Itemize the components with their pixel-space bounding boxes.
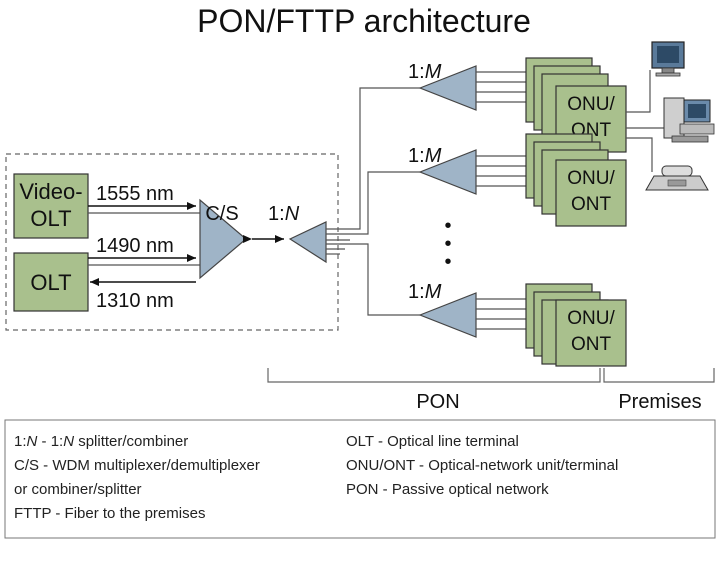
- onu-label-2-line1: ONU/: [567, 168, 615, 189]
- legend-left-line-1: 1:N - 1:N splitter/combiner: [14, 433, 188, 450]
- olt-label: OLT: [30, 270, 71, 295]
- splitter-group-1: 1:M ONU/ ONT: [408, 57, 627, 153]
- legend-left-line-4: FTTP - Fiber to the premises: [14, 505, 205, 522]
- splitter-n-label: 1:N: [268, 203, 300, 225]
- link-to-phone: [626, 137, 653, 172]
- legend-right-line-3: PON - Passive optical network: [346, 481, 549, 498]
- cs-multiplexer-triangle: [199, 198, 247, 280]
- onu-label-1-line1: ONU/: [567, 94, 615, 115]
- olt-box: OLT: [13, 252, 89, 312]
- splitter-m-label-1: 1:M: [408, 61, 442, 83]
- splitter-m-label-3: 1:M: [408, 281, 442, 303]
- legend-left-line-3: or combiner/splitter: [14, 481, 142, 498]
- link-to-monitor: [626, 70, 651, 113]
- legend-left-line-2: C/S - WDM multiplexer/demultiplexer: [14, 457, 260, 474]
- cs-label: C/S: [205, 203, 238, 225]
- pon-bracket: [267, 368, 601, 383]
- legend-right-line-2: ONU/ONT - Optical-network unit/terminal: [346, 457, 618, 474]
- onu-label-2-line2: ONT: [571, 194, 612, 215]
- onu-label-3-line2: ONT: [571, 334, 612, 355]
- video-olt-box: Video- OLT: [13, 173, 89, 239]
- wavelength-1555: 1555 nm: [96, 183, 174, 205]
- splitter-n-triangle: [288, 221, 327, 264]
- onu-label-3-line1: ONU/: [567, 308, 615, 329]
- video-olt-label-line1: Video-: [19, 179, 82, 204]
- ellipsis-dot-2: •: [444, 233, 451, 255]
- legend-right-line-1: OLT - Optical line terminal: [346, 433, 519, 450]
- legend-box: [4, 419, 716, 539]
- video-olt-label-line2: OLT: [30, 206, 71, 231]
- splitter-m-triangle-3: [418, 292, 477, 338]
- splitter-m-label-2: 1:M: [408, 145, 442, 167]
- splitter-group-2: 1:M ONU/ ONT: [408, 133, 627, 227]
- telephone-icon: [645, 165, 709, 191]
- wavelength-1310: 1310 nm: [96, 290, 174, 312]
- central-office-boundary: [5, 153, 339, 331]
- ellipsis-dot-1: •: [444, 215, 451, 237]
- fiber-to-splitter-3: [326, 243, 420, 316]
- splitter-m-triangle-1: [418, 65, 477, 111]
- premises-bracket: [603, 368, 715, 383]
- ellipsis-dot-3: •: [444, 251, 451, 273]
- fiber-to-splitter-1: [326, 87, 420, 230]
- splitter-group-3: 1:M ONU/ ONT: [408, 281, 627, 367]
- premises-bracket-label: Premises: [618, 391, 701, 413]
- wavelength-1490: 1490 nm: [96, 235, 174, 257]
- fiber-to-splitter-2: [326, 171, 420, 235]
- pon-bracket-label: PON: [416, 391, 459, 413]
- monitor-icon: [651, 41, 685, 77]
- computer-icon: [663, 97, 715, 143]
- diagram-title: PON/FTTP architecture: [197, 3, 531, 39]
- splitter-m-triangle-2: [418, 149, 477, 195]
